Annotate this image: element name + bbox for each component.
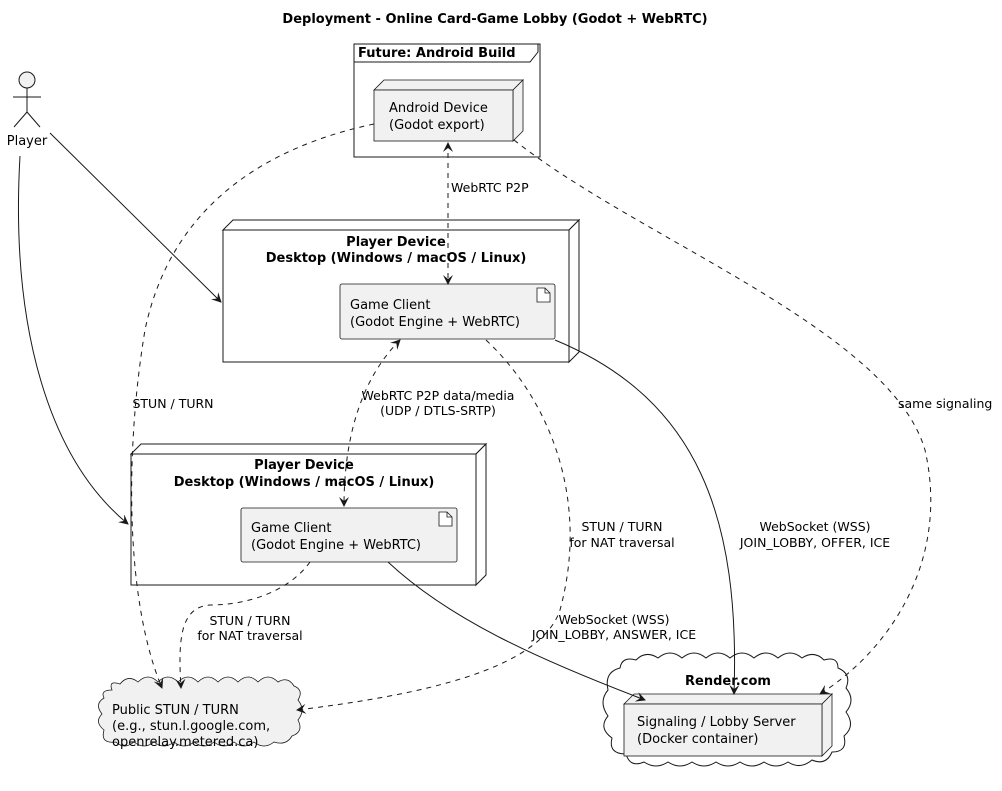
- public-stun-cloud: Public STUN / TURN (e.g., stun.l.google.…: [98, 676, 303, 750]
- render-cloud-title: Render.com: [685, 674, 771, 689]
- signaling-server-node: Signaling / Lobby Server (Docker contain…: [623, 693, 833, 757]
- client1-to-signaling-edge: [554, 339, 740, 695]
- edge-label-client2-ws-1: WebSocket (WSS): [558, 612, 669, 627]
- player-actor: Player: [7, 71, 48, 149]
- edge-label-client1-stun-1: STUN / TURN: [581, 519, 662, 534]
- game-client-2-artifact: Game Client (Godot Engine + WebRTC): [240, 507, 458, 563]
- edge-label-android-stun: STUN / TURN: [132, 396, 213, 411]
- game-client-1-artifact: Game Client (Godot Engine + WebRTC): [339, 283, 556, 340]
- client2-to-signaling-edge: [387, 561, 646, 702]
- client1-to-stun-edge: [296, 339, 571, 714]
- signaling-server-line2: (Docker container): [637, 732, 758, 747]
- edge-label-client1-stun-2: for NAT traversal: [569, 535, 674, 550]
- edge-label-client2-stun-1: STUN / TURN: [209, 613, 290, 628]
- edge-label-client2-ws-2: JOIN_LOBBY, ANSWER, ICE: [531, 627, 696, 642]
- stun-cloud-line2: (e.g., stun.l.google.com,: [112, 719, 270, 734]
- diagram-title: Deployment - Online Card-Game Lobby (God…: [282, 12, 707, 27]
- stun-cloud-line3: openrelay.metered.ca): [112, 735, 258, 750]
- android-to-stun-edge: [131, 123, 375, 689]
- game-client-1-line2: (Godot Engine + WebRTC): [350, 315, 520, 330]
- edge-label-p2p-data-2: (UDP / DTLS-SRTP): [380, 403, 496, 418]
- edge-label-client1-ws-2: JOIN_LOBBY, OFFER, ICE: [739, 535, 890, 550]
- game-client-2-line2: (Godot Engine + WebRTC): [251, 538, 421, 553]
- artifact-icon: [438, 511, 453, 527]
- client1-client2-p2p-edge: [339, 339, 401, 507]
- game-client-2-line1: Game Client: [251, 521, 331, 536]
- android-device-node: Android Device (Godot export): [373, 79, 524, 142]
- artifact-icon: [536, 287, 551, 303]
- player-to-device-2-edge: [17, 155, 129, 525]
- player-to-device-1-edge: [49, 132, 222, 303]
- player-actor-label: Player: [7, 134, 48, 149]
- android-device-line1: Android Device: [389, 101, 488, 116]
- stun-cloud-line1: Public STUN / TURN: [112, 703, 239, 718]
- game-client-1-line1: Game Client: [350, 298, 430, 313]
- player-device-1-title-line2: Desktop (Windows / macOS / Linux): [266, 251, 527, 266]
- android-to-signaling-edge: [513, 139, 932, 695]
- signaling-server-line1: Signaling / Lobby Server: [637, 715, 796, 730]
- edge-label-webrtc-p2p: WebRTC P2P: [451, 180, 529, 195]
- player-device-2-title-line1: Player Device: [254, 458, 354, 473]
- edge-label-same-signaling: same signaling: [898, 396, 992, 411]
- player-device-2-title-line2: Desktop (Windows / macOS / Linux): [174, 475, 435, 490]
- android-device-line2: (Godot export): [389, 118, 485, 133]
- client2-to-stun-edge: [175, 561, 311, 689]
- edge-label-client2-stun-2: for NAT traversal: [197, 628, 302, 643]
- edge-label-p2p-data-1: WebRTC P2P data/media: [362, 388, 515, 403]
- edge-label-client1-ws-1: WebSocket (WSS): [759, 519, 870, 534]
- player-device-1-title-line1: Player Device: [346, 235, 446, 250]
- android-frame-title: Future: Android Build: [358, 46, 516, 61]
